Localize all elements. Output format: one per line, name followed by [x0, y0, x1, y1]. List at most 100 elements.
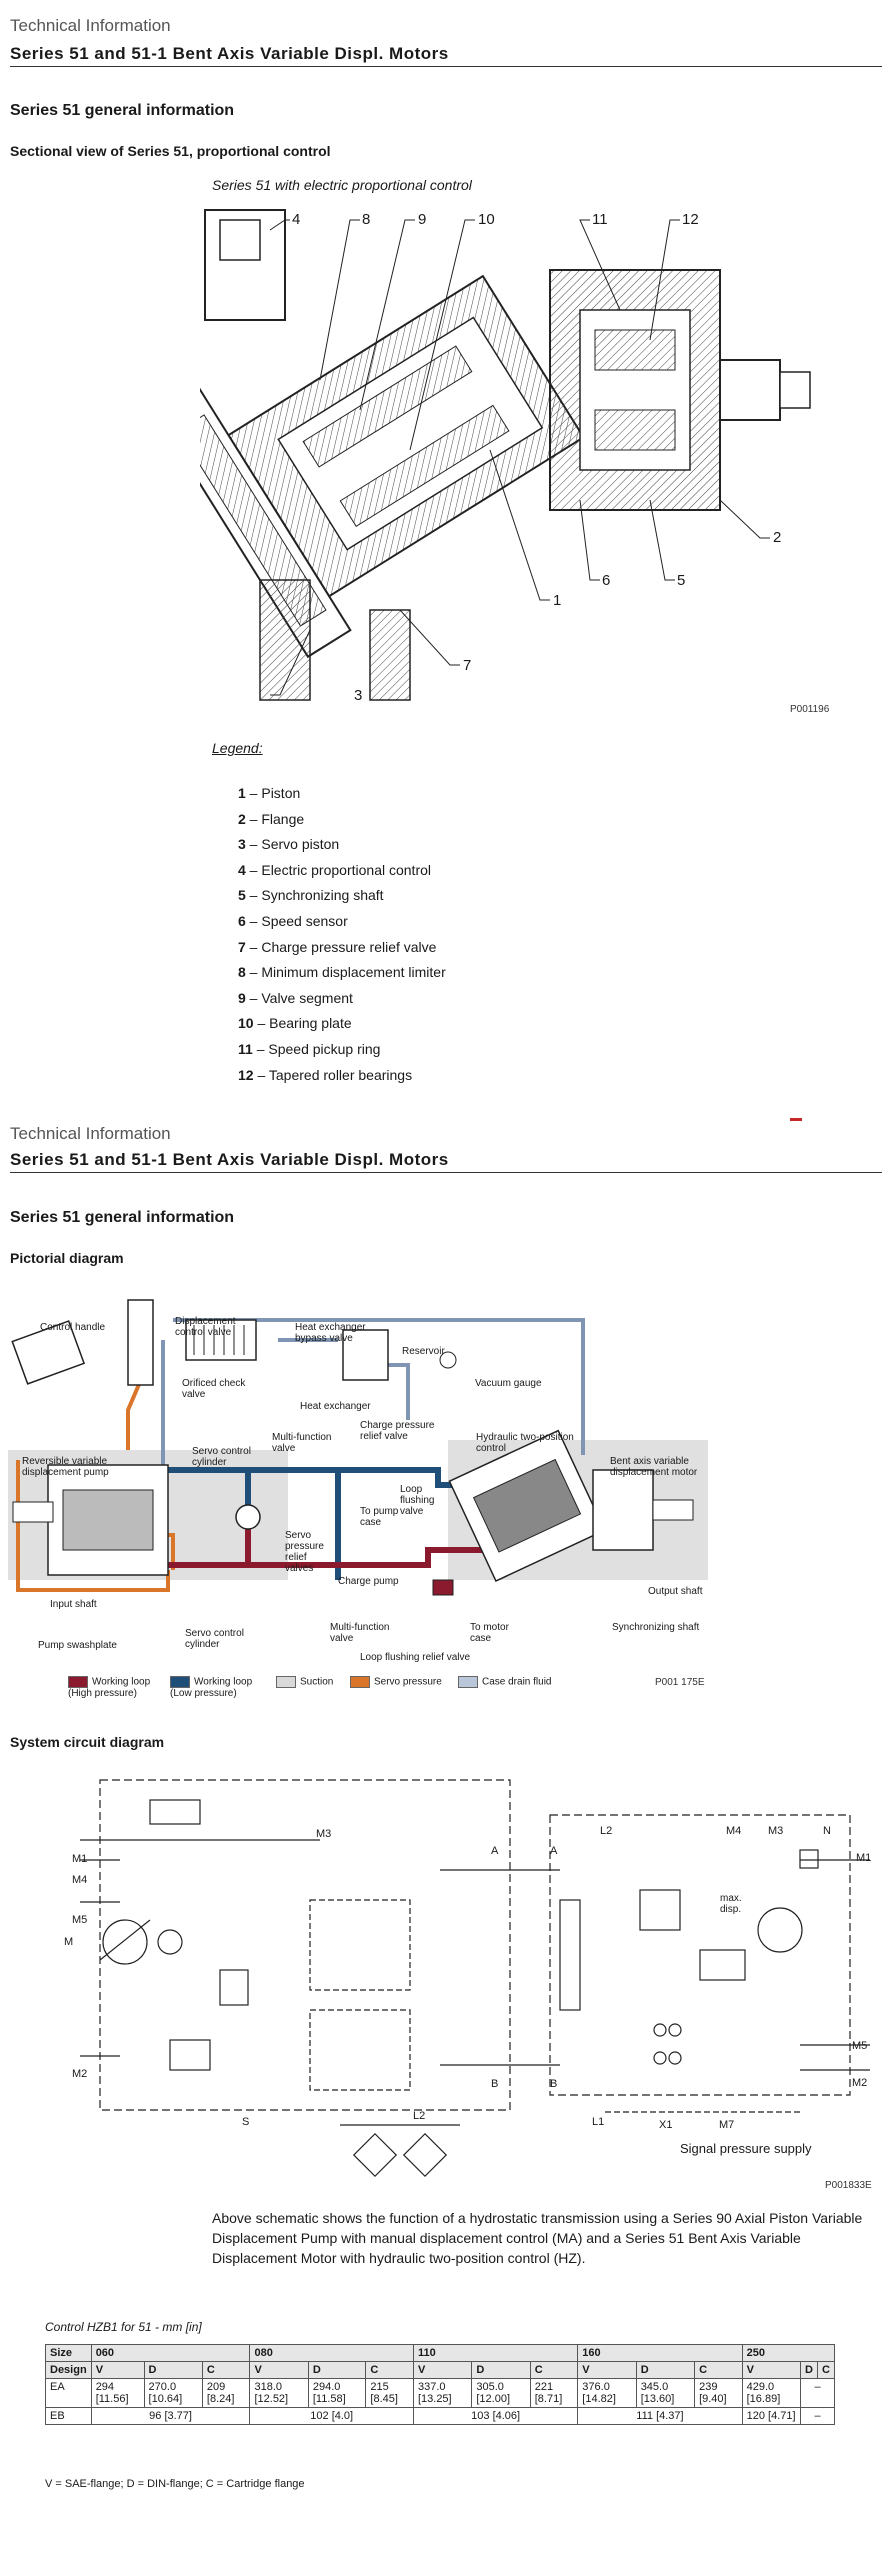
table-col-d: D: [635, 2361, 696, 2379]
label-pump-swashplate: Pump swashplate: [38, 1640, 117, 1651]
key-swatch: [170, 1676, 190, 1688]
table-cell: 103 [4.06]: [412, 2407, 579, 2425]
table-col-d: D: [307, 2361, 367, 2379]
label-to-motor-case: To motor case: [470, 1622, 509, 1644]
circuit-label-x1: X1: [659, 2119, 673, 2131]
callout-3: 3: [354, 687, 363, 704]
table-col-c: C: [694, 2361, 743, 2379]
circuit-label-max-disp: max. disp.: [720, 1893, 742, 1915]
label-multi-function-valve-bottom: Multi-function valve: [330, 1622, 390, 1644]
table-col-v: V: [412, 2361, 473, 2379]
table-row-ea: EA 294 [11.56] 270.0 [10.64] 209 [8.24] …: [45, 2378, 835, 2408]
table-size-row: Size 060 080 110 160 250: [45, 2344, 836, 2362]
legend-item-text: – Tapered roller bearings: [253, 1066, 413, 1083]
label-charge-pressure-relief-valve: Charge pressure relief valve: [360, 1420, 435, 1442]
legend-item-text: – Piston: [245, 785, 301, 801]
red-mark: [790, 1118, 802, 1121]
circuit-label-l1: L1: [592, 2116, 605, 2128]
key-label: Working loop (Low pressure): [170, 1676, 253, 1699]
legend-item-number: 2: [238, 810, 246, 827]
legend-item-number: 12: [238, 1066, 254, 1083]
table-cell: 96 [3.77]: [90, 2407, 251, 2425]
callout-9: 9: [418, 211, 427, 228]
callout-7: 7: [463, 657, 472, 674]
page1-header-small: Technical Information: [10, 16, 171, 35]
description-paragraph: Above schematic shows the function of a …: [212, 2210, 863, 2266]
legend-item: 1 – Piston: [238, 785, 300, 801]
callout-5: 5: [677, 572, 686, 589]
legend-item-number: 6: [238, 913, 246, 929]
circuit-label-m4-right: M4: [726, 1825, 742, 1837]
label-reservoir: Reservoir: [402, 1346, 445, 1357]
key-swatch: [276, 1676, 296, 1688]
pictorial-title: Pictorial diagram: [10, 1250, 124, 1266]
legend-item-number: 10: [238, 1015, 254, 1032]
callout-4: 4: [292, 211, 301, 228]
label-loop-flushing-valve: Loop flushing valve: [400, 1484, 435, 1517]
table-cell: 305.0 [12.00]: [471, 2378, 531, 2408]
table-col-v: V: [90, 2361, 145, 2379]
table-row-eb: EB 96 [3.77] 102 [4.0] 103 [4.06] 111 [4…: [45, 2407, 835, 2425]
legend-item-text: – Valve segment: [245, 989, 353, 1006]
callout-6: 6: [602, 572, 611, 589]
table-col-c: C: [529, 2361, 579, 2379]
circuit-label-m3-left: M3: [316, 1828, 332, 1840]
legend-item-number: 3: [238, 836, 246, 853]
table-cell: 239 [9.40]: [694, 2378, 743, 2408]
circuit-figure-id: P001833E: [825, 2180, 872, 2191]
circuit-label-m-left: M: [64, 1936, 74, 1948]
legend-item-text: – Synchronizing shaft: [245, 887, 384, 904]
table-col-d: D: [471, 2361, 531, 2379]
table-size-160: 160: [577, 2344, 743, 2362]
key-item: Working loop (High pressure): [68, 1676, 163, 1699]
legend-item: 9 – Valve segment: [238, 990, 353, 1006]
page2-header-small: Technical Information: [10, 1124, 171, 1143]
page1-section-title: Series 51 general information: [10, 102, 235, 119]
legend-item-number: 4: [238, 861, 246, 878]
legend-item: 8 – Minimum displacement limiter: [238, 964, 446, 980]
label-loop-flushing-relief-valve: Loop flushing relief valve: [360, 1652, 471, 1663]
legend-item: 12 – Tapered roller bearings: [238, 1067, 412, 1083]
key-item: Suction: [276, 1676, 386, 1688]
table-cell: 294 [11.56]: [90, 2378, 145, 2408]
legend-item: 5 – Synchronizing shaft: [238, 887, 384, 903]
pictorial-diagram: [8, 1299, 708, 1596]
legend-item: 7 – Charge pressure relief valve: [238, 939, 436, 955]
table-cell: 376.0 [14.82]: [577, 2378, 637, 2408]
circuit-label-m2-left: M2: [72, 2068, 88, 2080]
legend-item: 11 – Speed pickup ring: [238, 1041, 380, 1057]
table-cell: –: [800, 2407, 835, 2425]
key-label: Servo pressure: [374, 1676, 442, 1688]
label-displacement-control-valve: Displacement control valve: [175, 1316, 236, 1338]
page2-header-rule: [10, 1172, 882, 1173]
label-orificed-check-valve: Orificed check valve: [182, 1378, 246, 1400]
circuit-label-m3-right: M3: [768, 1825, 784, 1837]
circuit-label-signal: Signal pressure supply: [680, 2141, 812, 2156]
key-swatch: [458, 1676, 478, 1688]
table-cell: 429.0 [16.89]: [741, 2378, 802, 2408]
label-multi-function-valve-top: Multi-function valve: [272, 1432, 332, 1454]
key-swatch: [350, 1676, 370, 1688]
label-synchronizing-shaft: Synchronizing shaft: [612, 1622, 700, 1633]
pictorial-figure-id: P001 175E: [655, 1677, 705, 1688]
circuit-label-b2: B: [550, 2078, 558, 2090]
table-cell: 337.0 [13.25]: [412, 2378, 473, 2408]
callout-12: 12: [682, 211, 699, 228]
key-label: Case drain fluid: [482, 1676, 552, 1688]
legend-title: Legend:: [212, 740, 263, 756]
circuit-label-a2: A: [550, 1845, 558, 1857]
label-heat-exchanger-bypass: Heat exchanger bypass valve: [295, 1322, 366, 1344]
label-output-shaft: Output shaft: [648, 1586, 703, 1597]
label-control-handle: Control handle: [40, 1322, 106, 1333]
callout-10: 10: [478, 211, 495, 228]
table-size-060: 060: [90, 2344, 251, 2362]
sectional-figure-caption: Series 51 with electric proportional con…: [212, 177, 472, 193]
circuit-label-m5-right: M5: [852, 2040, 868, 2052]
table-row-label: EA: [45, 2378, 92, 2408]
table-cell: 209 [8.24]: [201, 2378, 251, 2408]
page1-header-rule: [10, 66, 882, 67]
callout-11: 11: [592, 211, 608, 228]
key-item: Servo pressure: [350, 1676, 460, 1688]
